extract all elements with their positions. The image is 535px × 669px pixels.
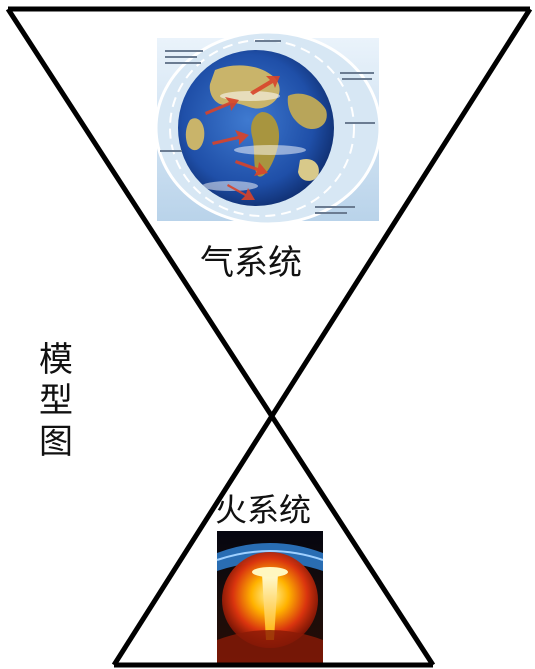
fire-core-image [216,531,324,667]
lower-system-label: 火系统 [215,491,312,529]
atmosphere-globe-image [154,30,382,226]
side-title-label: 模型图 [39,340,73,462]
upper-system-label: 气系统 [200,243,302,283]
hourglass-outline [5,6,533,668]
right-diagonal [111,7,533,667]
left-diagonal [5,7,436,667]
